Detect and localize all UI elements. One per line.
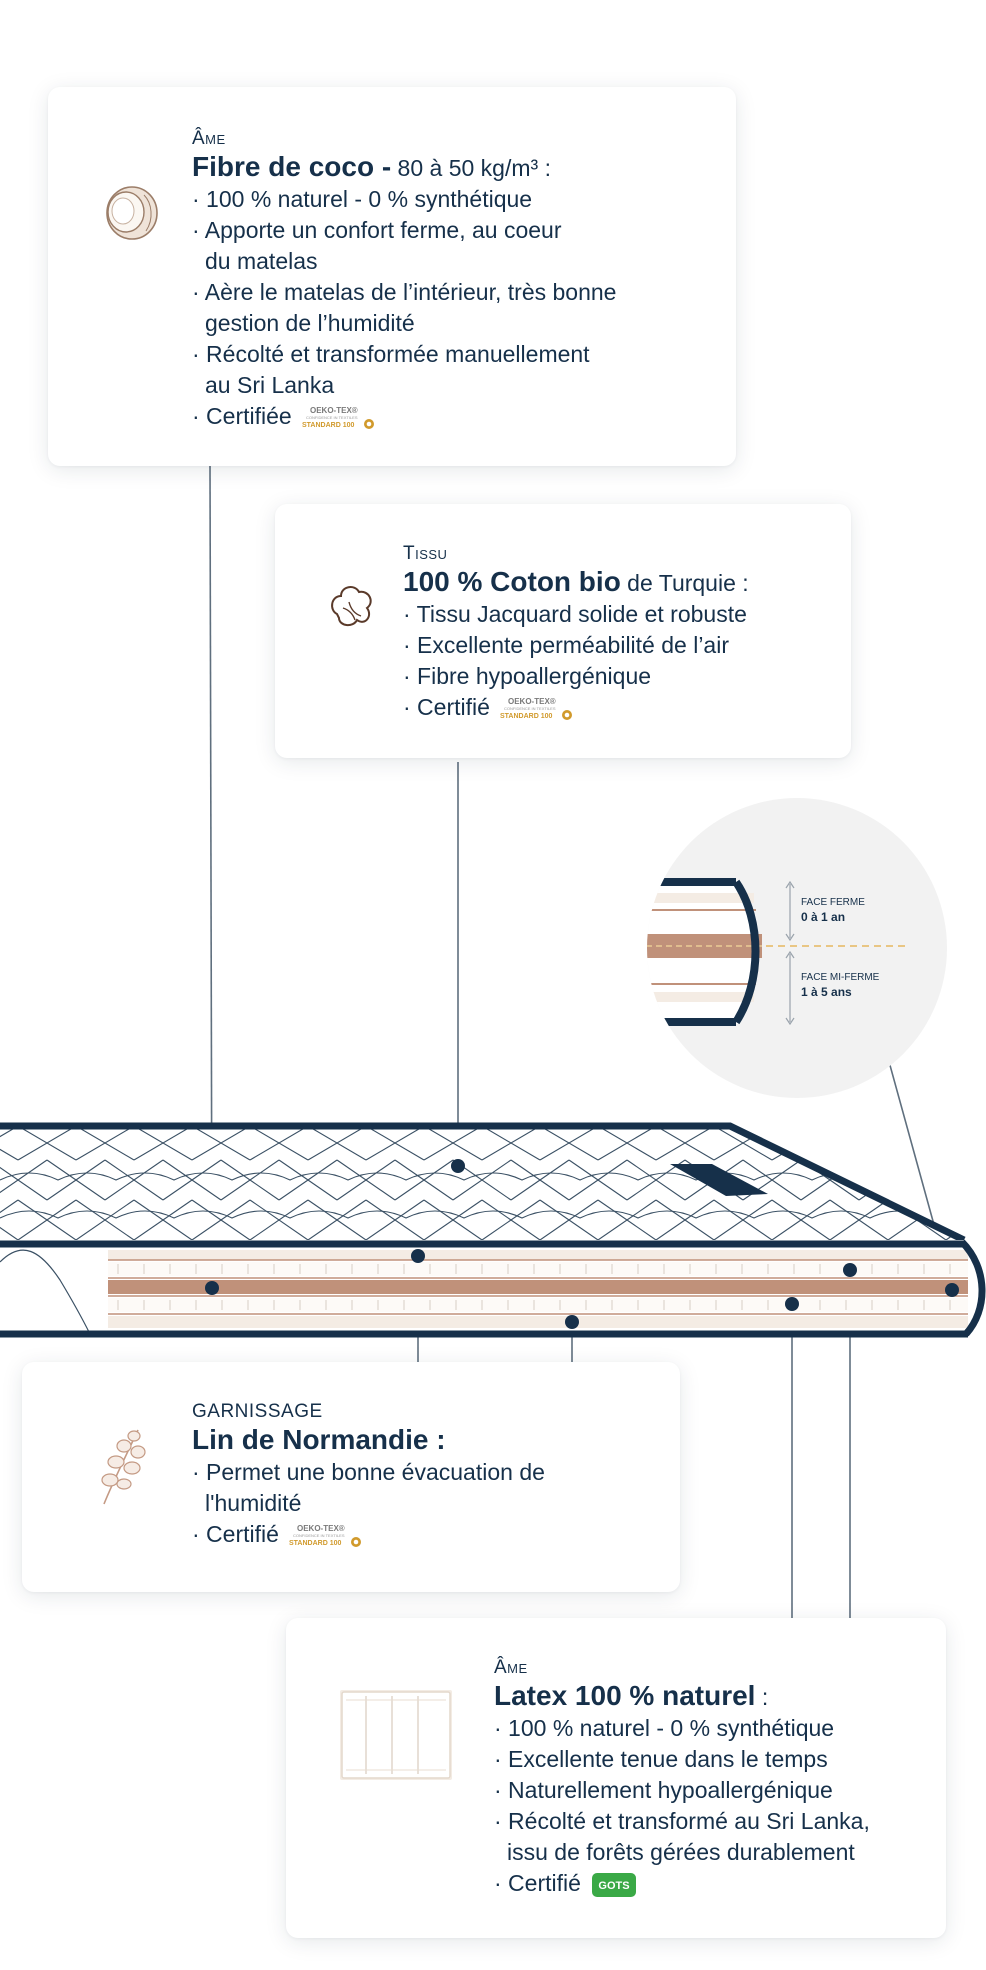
svg-text:CONFIDENCE IN TEXTILES: CONFIDENCE IN TEXTILES [306, 415, 358, 420]
dot-lin-bottom [565, 1315, 579, 1329]
latex-item: · Naturellement hypoallergénique [494, 1777, 833, 1803]
dot-coton [451, 1159, 465, 1173]
face-mi-ferme-label: FACE MI-FERME [801, 972, 880, 983]
latex-item: · Récolté et transformé au Sri Lanka, [494, 1808, 870, 1834]
latex-title: Latex 100 % naturel : [494, 1680, 870, 1713]
oeko-tex-badge: OEKO-TEX®CONFIDENCE IN TEXTILES STANDARD … [500, 697, 572, 720]
oeko-tex-badge: OEKO-TEX®CONFIDENCE IN TEXTILES STANDARD … [302, 406, 374, 429]
latex-kicker: Âme [494, 1657, 528, 1678]
label-tag [670, 1164, 768, 1196]
coco-item: du matelas [205, 248, 318, 274]
coton-title-rest: de Turquie : [620, 570, 749, 596]
svg-text:STANDARD 100: STANDARD 100 [302, 422, 354, 429]
dot-zoom [945, 1283, 959, 1297]
lin-title-strong: Lin de Normandie : [192, 1424, 446, 1455]
coco-title: Fibre de coco - 80 à 50 kg/m³ : [192, 151, 616, 184]
coco-item: · 100 % naturel - 0 % synthétique [192, 186, 533, 212]
coton-item: · Tissu Jacquard solide et robuste [403, 601, 747, 627]
svg-text:OEKO-TEX®: OEKO-TEX® [508, 697, 556, 706]
svg-text:OEKO-TEX®: OEKO-TEX® [310, 406, 358, 415]
lin-item: · Permet une bonne évacuation de [192, 1459, 545, 1485]
coton-title: 100 % Coton bio de Turquie : [403, 566, 749, 599]
flax-icon [101, 1429, 146, 1505]
latex-title-rest: : [755, 1684, 769, 1710]
coco-kicker: Âme [192, 128, 226, 149]
latex-item: · Excellente tenue dans le temps [494, 1746, 828, 1772]
coton-title-strong: 100 % Coton bio [403, 566, 621, 597]
svg-text:CONFIDENCE IN TEXTILES: CONFIDENCE IN TEXTILES [504, 706, 556, 711]
coco-item: · Apporte un confort ferme, au coeur [192, 217, 562, 243]
coton-certif-row: · Certifié OEKO-TEX®CONFIDENCE IN TEXTILE… [403, 692, 749, 723]
coton-item: · Fibre hypoallergénique [403, 663, 652, 689]
gots-badge: GOTS [591, 1872, 636, 1897]
coconut-icon [106, 186, 158, 240]
coco-certif-row: · Certifiée OEKO-TEX®CONFIDENCE IN TEXTIL… [192, 401, 616, 432]
card-coco: Âme Fibre de coco - 80 à 50 kg/m³ : · 10… [48, 87, 736, 466]
face-ferme-label: FACE FERME [801, 897, 865, 908]
coton-item: · Excellente perméabilité de l’air [403, 632, 729, 658]
dot-latex-1 [785, 1297, 799, 1311]
lin-kicker: GARNISSAGE [192, 1401, 323, 1422]
lin-title: Lin de Normandie : [192, 1424, 545, 1457]
latex-item: · 100 % naturel - 0 % synthétique [494, 1715, 835, 1741]
coco-item: · Aère le matelas de l’intérieur, très b… [192, 279, 617, 305]
coton-kicker: Tissu [403, 543, 448, 564]
latex-title-strong: Latex 100 % naturel [494, 1680, 756, 1711]
svg-text:CONFIDENCE IN TEXTILES: CONFIDENCE IN TEXTILES [293, 1533, 345, 1538]
coco-item: gestion de l’humidité [205, 310, 415, 336]
card-coton: Tissu 100 % Coton bio de Turquie : · Tis… [275, 504, 851, 758]
lin-item: l'humidité [205, 1490, 302, 1516]
dot-coco [205, 1281, 219, 1295]
coco-certif-label: · Certifiée [192, 403, 292, 429]
latex-band [108, 1280, 968, 1294]
zoom-circle: FACE FERME 0 à 1 an FACE MI-FERME 1 à 5 … [647, 798, 947, 1098]
face-ferme-age: 0 à 1 an [801, 910, 845, 924]
mattress-side-layers [0, 1239, 986, 1338]
card-latex: Âme Latex 100 % naturel : · 100 % nature… [286, 1618, 946, 1938]
svg-text:GOTS: GOTS [598, 1880, 629, 1892]
oeko-tex-badge: OEKO-TEX®CONFIDENCE IN TEXTILES STANDARD … [289, 1524, 361, 1547]
coco-title-strong: Fibre de coco - [192, 151, 392, 182]
svg-text:STANDARD 100: STANDARD 100 [289, 1540, 341, 1547]
coco-title-rest: 80 à 50 kg/m³ : [391, 155, 551, 181]
dot-lin-top [411, 1249, 425, 1263]
coco-item: · Récolté et transformée manuellement [192, 341, 590, 367]
connector-dots [205, 1159, 959, 1329]
coton-certif-label: · Certifié [403, 694, 490, 720]
dot-latex-2 [843, 1263, 857, 1277]
face-mi-ferme-age: 1 à 5 ans [801, 985, 852, 999]
lin-certif-row: · Certifié OEKO-TEX®CONFIDENCE IN TEXTILE… [192, 1519, 545, 1550]
card-lin: GARNISSAGE Lin de Normandie : · Permet u… [22, 1362, 680, 1592]
svg-text:STANDARD 100: STANDARD 100 [500, 713, 552, 720]
lin-certif-label: · Certifié [192, 1521, 279, 1547]
latex-certif-label: · Certifié [494, 1870, 581, 1896]
svg-text:OEKO-TEX®: OEKO-TEX® [297, 1524, 345, 1533]
cotton-icon [331, 586, 372, 626]
latex-item: issu de forêts gérées durablement [507, 1839, 855, 1865]
latex-certif-row: · Certifié GOTS [494, 1868, 870, 1899]
coco-item: au Sri Lanka [205, 372, 335, 398]
mattress-top-panel [0, 1122, 966, 1244]
latex-block-icon [340, 1690, 452, 1780]
